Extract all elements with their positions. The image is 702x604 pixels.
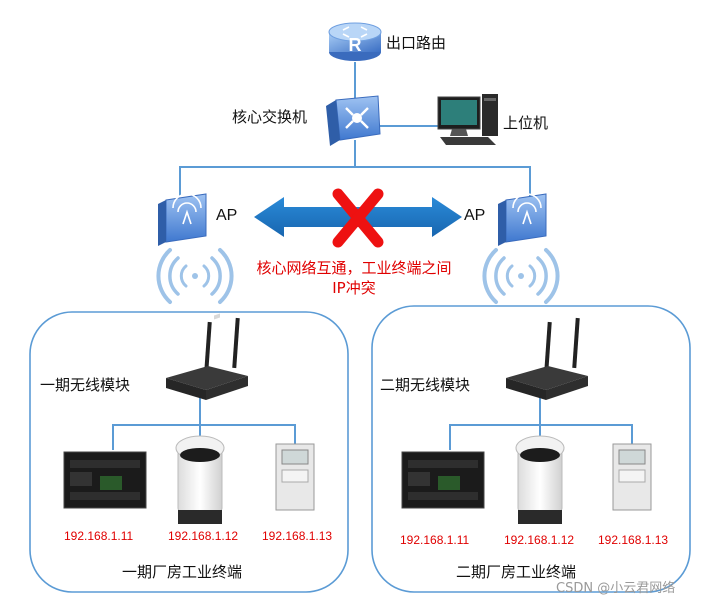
- wireless-module-1-icon: [166, 313, 248, 400]
- wifi-signal-right-icon: [482, 248, 560, 304]
- wifi-signal-left-icon: [156, 248, 234, 304]
- zone1-ip-2: 192.168.1.12: [168, 529, 239, 543]
- zone1-plc-icon: [63, 451, 147, 509]
- zone2-module-label: 二期无线模块: [380, 376, 471, 394]
- ap-distribution-bus: [179, 166, 531, 196]
- zone1-robot-icon: [175, 435, 225, 524]
- ap-left-label: AP: [216, 207, 238, 224]
- svg-text:R: R: [349, 35, 362, 55]
- zone2-plc-icon: [401, 451, 485, 509]
- zone2-meter-icon: [612, 443, 652, 511]
- zone2-caption: 二期厂房工业终端: [456, 563, 577, 581]
- zone1-module-label: 一期无线模块: [40, 376, 131, 394]
- wireless-module-2-icon: [506, 317, 588, 400]
- zone2-ip-2: 192.168.1.12: [504, 533, 575, 547]
- router-label: 出口路由: [386, 34, 447, 52]
- ap-right-icon: [498, 193, 547, 246]
- zone1-ip-3: 192.168.1.13: [262, 529, 333, 543]
- core-switch-label: 核心交换机: [232, 108, 308, 126]
- zone2-robot-icon: [515, 435, 565, 524]
- zone2-ip-1: 192.168.1.11: [400, 533, 470, 547]
- zone2-ip-3: 192.168.1.13: [598, 533, 669, 547]
- conflict-note: 核心网络互通，工业终端之间IP冲突: [256, 259, 452, 297]
- host-pc-label: 上位机: [503, 114, 549, 132]
- zone1-boundary: [29, 311, 349, 593]
- zone2-boundary: [371, 305, 691, 593]
- host-pc-icon: [437, 94, 498, 145]
- router-icon: R: [328, 22, 382, 61]
- watermark: CSDN @小云君网络: [556, 581, 676, 596]
- zone1-meter-icon: [275, 443, 315, 511]
- ap-right-label: AP: [464, 207, 486, 224]
- conflict-cross-icon: [332, 188, 384, 248]
- zone1-terminal-bus: [112, 424, 296, 450]
- zone1-ip-1: 192.168.1.11: [64, 529, 134, 543]
- ap-left-icon: [158, 193, 207, 246]
- zone1-caption: 一期厂房工业终端: [122, 563, 243, 581]
- core-switch-icon: [326, 95, 381, 146]
- network-links: [112, 62, 633, 450]
